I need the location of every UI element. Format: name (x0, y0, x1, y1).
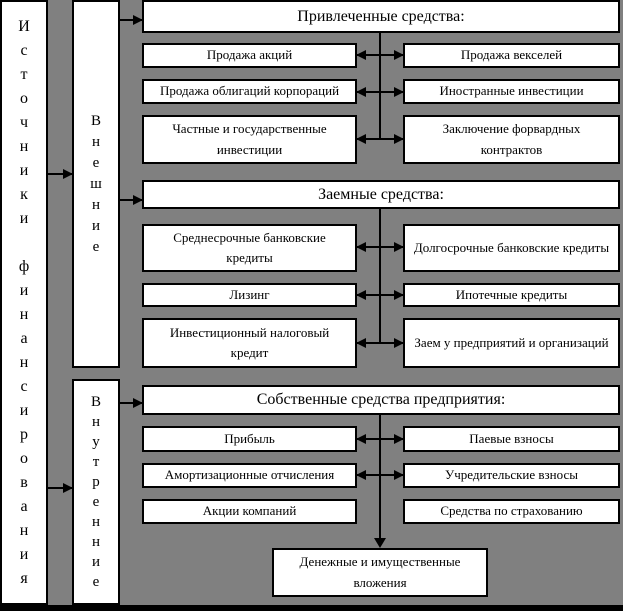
arrow-right-head (394, 134, 404, 144)
arrow-right-head (133, 15, 143, 25)
center-line-own (379, 414, 381, 539)
arrow-left-head (356, 50, 366, 60)
flow-box-right: Иностранные инвестиции (403, 79, 620, 104)
flow-box-right: Заключение форвардных контрактов (403, 115, 620, 164)
arrow-left-head (356, 242, 366, 252)
connector-internal-to-own (120, 398, 143, 408)
connector-external-to-attracted (120, 15, 143, 25)
arrow-left-head (356, 290, 366, 300)
flow-box-right: Учредительские взносы (403, 463, 620, 488)
flow-box-right: Средства по страхованию (403, 499, 620, 524)
arrow-right-head (63, 169, 73, 179)
flow-box-left: Лизинг (142, 283, 357, 307)
arrow-left-head (356, 87, 366, 97)
arrow-left-head (356, 134, 366, 144)
flow-box-right: Долгосрочные банковские кредиты (403, 224, 620, 272)
flow-box-right: Паевые взносы (403, 426, 620, 452)
section-header-borrowed: Заемные средства: (142, 180, 620, 209)
flow-box-left: Продажа облигаций корпораций (142, 79, 357, 104)
center-line-attracted (379, 33, 381, 140)
result-box: Денежные и имущественные вложения (272, 548, 488, 597)
connector-rail-to-internal (48, 483, 73, 493)
arrow-left-head (356, 338, 366, 348)
connector-rail-to-external (48, 169, 73, 179)
double-arrow (356, 338, 404, 348)
flow-box-left: Прибыль (142, 426, 357, 452)
arrow-right-head (63, 483, 73, 493)
arrow-left-head (356, 470, 366, 480)
down-arrow-head (374, 538, 386, 548)
double-arrow (356, 434, 404, 444)
arrow-right-head (394, 87, 404, 97)
flow-box-left: Акции компаний (142, 499, 357, 524)
double-arrow (356, 50, 404, 60)
flow-box-left: Амортизационные отчисления (142, 463, 357, 488)
arrow-right-head (394, 50, 404, 60)
flow-box-right: Ипотечные кредиты (403, 283, 620, 307)
center-line-borrowed (379, 208, 381, 344)
bottom-border-bar (0, 605, 623, 611)
section-header-own: Собственные средства предприятия: (142, 385, 620, 415)
arrow-left-head (356, 434, 366, 444)
section-header-attracted: Привлеченные средства: (142, 0, 620, 33)
flow-box-right: Заем у предприятий и организаций (403, 318, 620, 368)
flow-box-left: Инвестиционный налоговый кредит (142, 318, 357, 368)
double-arrow (356, 87, 404, 97)
connector-external-to-borrowed (120, 195, 143, 205)
double-arrow (356, 470, 404, 480)
arrow-right-head (394, 470, 404, 480)
flow-box-left: Частные и государственные инвестиции (142, 115, 357, 164)
arrow-right-head (133, 195, 143, 205)
double-arrow (356, 242, 404, 252)
flow-box-left: Среднесрочные банковские кредиты (142, 224, 357, 272)
arrow-right-head (394, 242, 404, 252)
arrow-right-head (394, 434, 404, 444)
arrow-right-head (394, 290, 404, 300)
flow-box-right: Продажа векселей (403, 43, 620, 68)
arrow-right-head (133, 398, 143, 408)
double-arrow (356, 134, 404, 144)
arrow-right-head (394, 338, 404, 348)
flow-box-left: Продажа акций (142, 43, 357, 68)
double-arrow (356, 290, 404, 300)
